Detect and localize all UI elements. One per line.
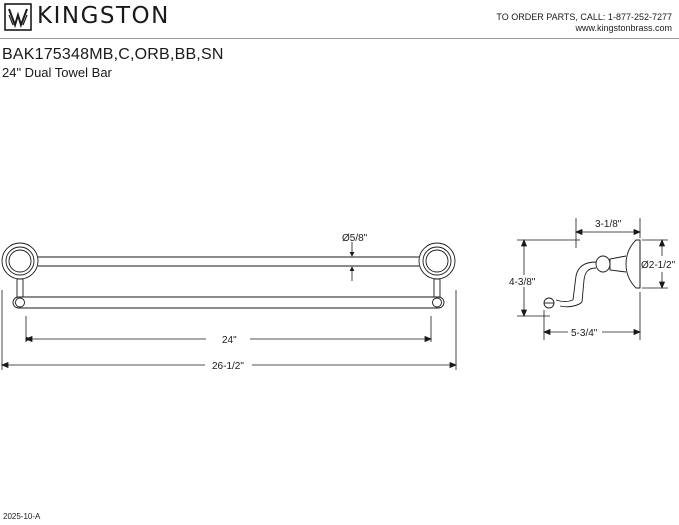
kingston-logo-icon [4,3,32,31]
flange-diameter-label: Ø2-1/2" [641,260,676,271]
side-view [543,239,641,309]
height-dimension [517,238,580,318]
website-link[interactable]: www.kingstonbrass.com [575,23,672,33]
order-info: TO ORDER PARTS, CALL: 1-877-252-7277 www… [496,12,672,34]
height-label: 4-3/8" [509,277,536,288]
bar-length-dimension [24,316,433,343]
brand-name: KINGSTON [37,3,170,29]
order-phone: TO ORDER PARTS, CALL: 1-877-252-7277 [496,12,672,22]
bar-length-label: 24" [222,335,237,346]
overall-length-dimension [0,290,458,370]
overall-length-label: 26-1/2" [212,361,244,372]
bar-diameter-label: Ø5/8" [342,233,368,244]
projection-top-label: 3-1/8" [595,219,622,230]
projection-bottom-label: 5-3/4" [571,328,598,339]
projection-bottom-dimension [542,292,642,340]
model-number: BAK175348MB,C,ORB,BB,SN [2,46,224,63]
revision-code: 2025-10-A [3,512,41,521]
projection-top-dimension [574,218,642,248]
header-divider [0,38,679,39]
product-description: 24" Dual Towel Bar [2,65,112,80]
front-view [1,242,456,309]
flange-diameter-dimension [642,238,668,290]
